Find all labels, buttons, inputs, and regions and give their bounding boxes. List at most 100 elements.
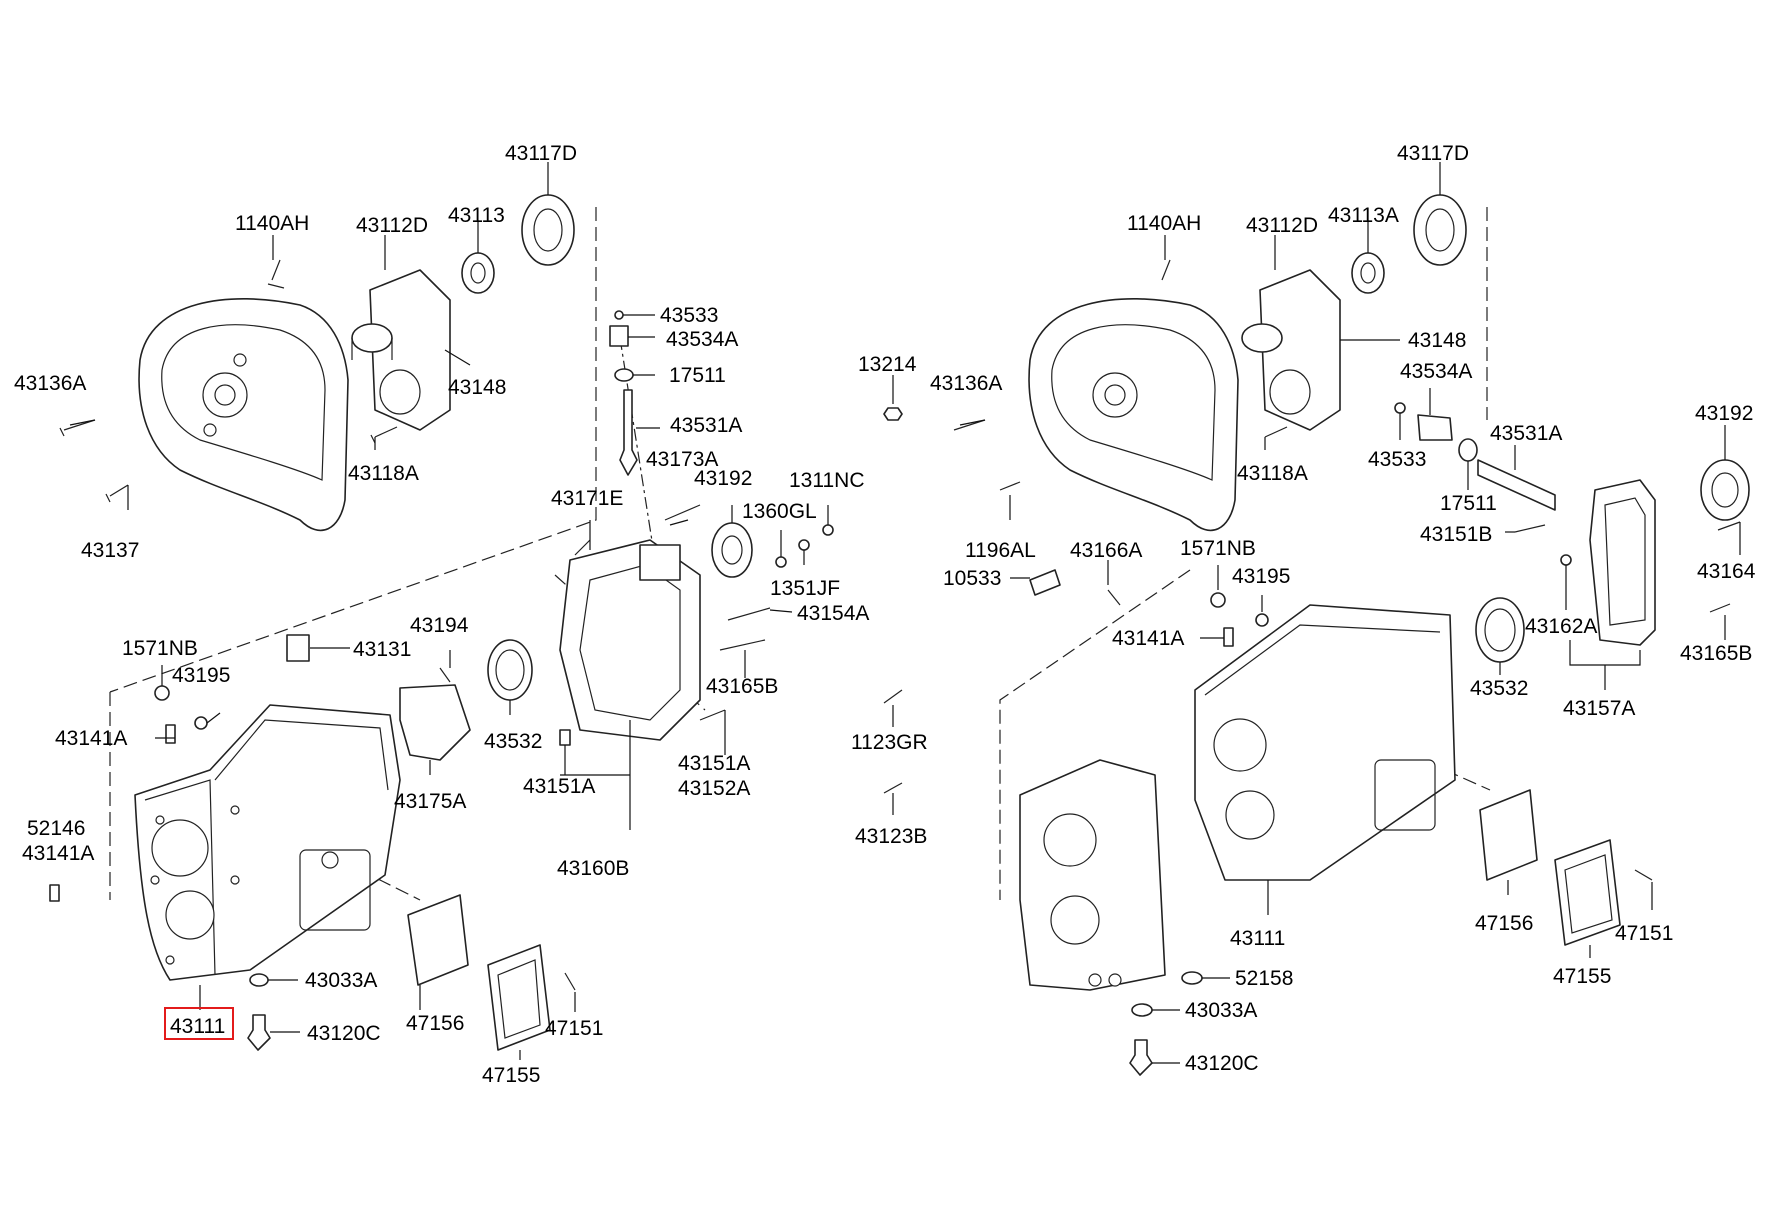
bolt-43136A [59,419,96,437]
label-43195[interactable]: 43195 [172,664,230,687]
label-43164[interactable]: 43164 [1697,560,1756,583]
bolt-43162A [1560,554,1572,566]
plug-43120C [1129,1039,1153,1076]
bolt-43154A [727,607,771,621]
label-43534A[interactable]: 43534A [666,328,738,351]
label-43117D[interactable]: 43117D [505,142,577,165]
o-ring-17511 [614,368,634,382]
bolt-43171E [574,539,591,556]
label-43532[interactable]: 43532 [1470,677,1528,700]
label-1123GR[interactable]: 1123GR [851,731,928,754]
label-43171E[interactable]: 43171E [551,487,623,510]
sensor-43131 [286,634,310,662]
label-43136A[interactable]: 43136A [930,372,1002,395]
pin-43141A [1223,627,1234,647]
label-43154A[interactable]: 43154A [797,602,869,625]
label-43131[interactable]: 43131 [353,638,411,661]
label-43033A[interactable]: 43033A [1185,999,1257,1022]
label-43165B[interactable]: 43165B [706,675,778,698]
label-17511[interactable]: 17511 [1440,492,1497,515]
washer-52158 [1181,971,1203,985]
label-1571NB[interactable]: 1571NB [1180,537,1256,560]
label-43113[interactable]: 43113 [448,204,505,227]
label-43160B[interactable]: 43160B [557,857,629,880]
label-1140AH[interactable]: 1140AH [235,212,309,235]
label-43195[interactable]: 43195 [1232,565,1290,588]
gasket-47156 [1479,789,1538,881]
label-47156[interactable]: 47156 [406,1012,464,1035]
label-43533[interactable]: 43533 [660,304,718,327]
label-43136A[interactable]: 43136A [14,372,86,395]
label-47155[interactable]: 47155 [482,1064,540,1087]
bolt-1196AL [999,481,1021,491]
label-43194[interactable]: 43194 [410,614,469,637]
label-47155[interactable]: 47155 [1553,965,1611,988]
label-43148[interactable]: 43148 [1408,329,1466,352]
bolt-43166A [1107,589,1121,606]
label-43531A[interactable]: 43531A [670,414,742,437]
label-43151A[interactable]: 43151A [523,775,595,798]
nut-1360GL [775,556,787,568]
label-43113A[interactable]: 43113A [1328,204,1399,227]
label-1311NC[interactable]: 1311NC [789,469,865,492]
label-43120C[interactable]: 43120C [1185,1052,1259,1075]
bolt-43118A [1264,426,1288,438]
label-1140AH[interactable]: 1140AH [1127,212,1201,235]
label-43157A[interactable]: 43157A [1563,697,1635,720]
label-43532[interactable]: 43532 [484,730,542,753]
label-43118A[interactable]: 43118A [1237,462,1308,485]
label-43192[interactable]: 43192 [1695,402,1753,425]
label-43137[interactable]: 43137 [81,539,139,562]
label-52146[interactable]: 52146 [27,817,85,840]
label-47156[interactable]: 47156 [1475,912,1533,935]
label-47151[interactable]: 47151 [545,1017,603,1040]
label-1571NB[interactable]: 1571NB [122,637,198,660]
label-43175A[interactable]: 43175A [394,790,466,813]
label-43141A-b[interactable]: 43141A [22,842,94,865]
label-43533[interactable]: 43533 [1368,448,1426,471]
label-43111[interactable]: 43111 [1230,927,1285,950]
label-43534A[interactable]: 43534A [1400,360,1472,383]
label-1196AL[interactable]: 1196AL [965,539,1036,562]
switch-43534A [609,325,629,347]
label-43111[interactable]: 43111 [170,1015,225,1038]
label-43123B[interactable]: 43123B [855,825,927,848]
label-43033A[interactable]: 43033A [305,969,377,992]
label-43117D[interactable]: 43117D [1397,142,1469,165]
label-43148[interactable]: 43148 [448,376,506,399]
washer-43033A [1131,1003,1153,1017]
right-labels: 43117D 1140AH 43112D 43113A 43148 43136A… [930,142,1756,1075]
cover-47155 [1554,839,1621,946]
label-47151[interactable]: 47151 [1615,922,1673,945]
plug-1571NB [154,685,170,701]
bolt-43164 [1717,521,1741,531]
label-43192[interactable]: 43192 [694,467,752,490]
label-43531A[interactable]: 43531A [1490,422,1562,445]
label-43152A[interactable]: 43152A [678,777,750,800]
label-43166A[interactable]: 43166A [1070,539,1142,562]
label-43151B[interactable]: 43151B [1420,523,1492,546]
label-1360GL[interactable]: 1360GL [742,500,817,523]
left-assembly [49,162,834,1060]
label-43165B[interactable]: 43165B [1680,642,1752,665]
label-13214[interactable]: 13214 [858,353,917,376]
label-43120C[interactable]: 43120C [307,1022,381,1045]
bolt-43151B [1514,524,1546,533]
label-43173A[interactable]: 43173A [646,448,718,471]
label-43141A[interactable]: 43141A [55,727,127,750]
label-43112D[interactable]: 43112D [1246,214,1318,237]
bracket-10533 [1029,569,1061,596]
pin-43141A [165,724,176,744]
label-43151A-b[interactable]: 43151A [678,752,750,775]
label-10533[interactable]: 10533 [943,567,1001,590]
label-43112D[interactable]: 43112D [356,214,428,237]
nut-13214 [883,407,903,421]
label-1351JF[interactable]: 1351JF [770,577,840,600]
label-17511[interactable]: 17511 [669,364,726,387]
bolt-43173A [664,504,701,521]
label-52158[interactable]: 52158 [1235,967,1293,990]
label-43118A[interactable]: 43118A [348,462,419,485]
bolt-43165B [1709,603,1731,613]
label-43162A[interactable]: 43162A [1525,615,1597,638]
label-43141A[interactable]: 43141A [1112,627,1184,650]
